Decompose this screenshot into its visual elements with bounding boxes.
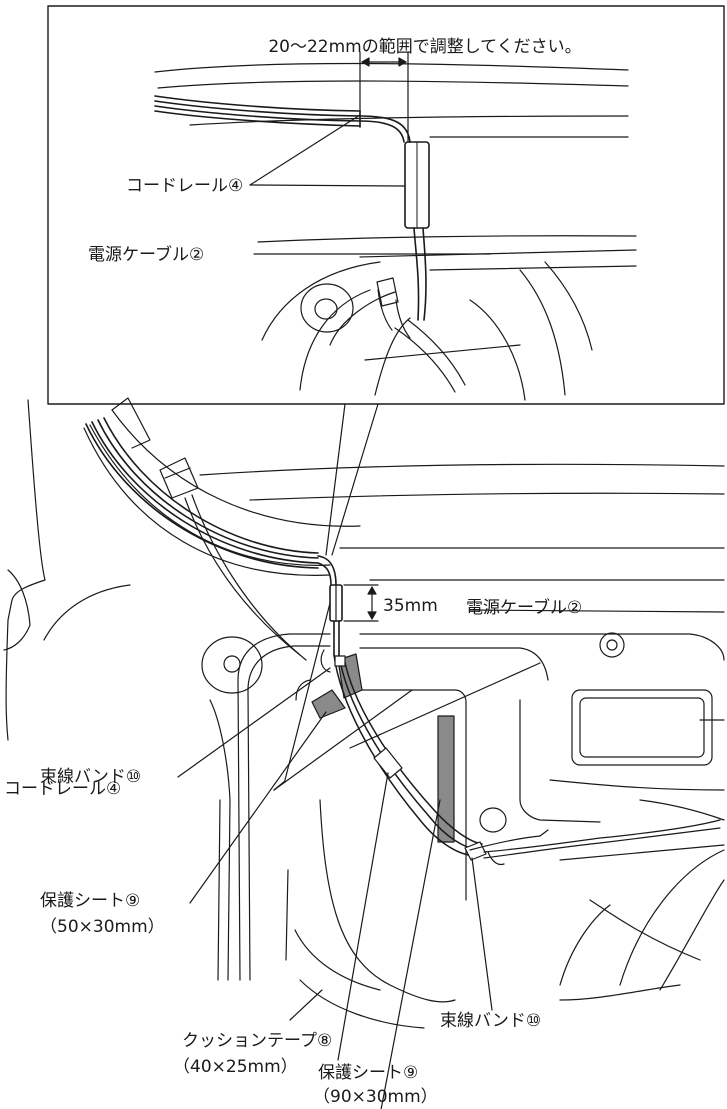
dimension-35mm-label: 35mm [383, 596, 438, 616]
protective-sheet-large [437, 715, 455, 843]
bolt-head [599, 632, 625, 658]
ceiling-line [469, 609, 725, 613]
leader-lines [177, 114, 541, 1109]
zoom-leader-left [325, 403, 346, 556]
main-cord-rail-channel [85, 417, 319, 569]
inset-cable-bend [359, 120, 405, 143]
door-frame [237, 633, 331, 981]
inset-view [47, 5, 725, 556]
pillar-plate [571, 689, 713, 766]
inset-cord-rail-label: コードレール④ [126, 176, 244, 196]
protective-sheet-small-size: （50×30mm） [40, 917, 165, 937]
band-clip-upper [334, 655, 346, 667]
band-label-right: 束線バンド⑩ [440, 1011, 542, 1031]
inset-body-line [359, 249, 637, 258]
ceiling-curve [83, 427, 331, 576]
inset-body-curve [261, 261, 381, 341]
mount-outer [201, 636, 263, 694]
main-cord-rail-label: コードレール④ [4, 779, 122, 799]
band-label-left: 束線バンド⑩ [40, 767, 142, 787]
protective-sheet-small [311, 689, 346, 719]
inset-cord-rail-channel [154, 95, 361, 128]
inset-body-line [257, 235, 637, 243]
inset-body-line [429, 265, 637, 271]
ceiling-curve [111, 409, 361, 527]
ceiling-line [249, 492, 725, 501]
protective-sheet-large-label: 保護シート⑨ [318, 1063, 419, 1083]
protective-sheet-large-size: （90×30mm） [313, 1087, 438, 1107]
inset-ceiling-line [157, 80, 629, 89]
inset-adjust-range-label: 20〜22mmの範囲で調整してください。 [268, 37, 582, 57]
inset-cable-bend [359, 115, 411, 143]
cushion-tape [373, 747, 403, 779]
zoom-leader-right [331, 403, 379, 556]
inset-mount-outer [300, 283, 354, 333]
round-hole [479, 807, 507, 833]
mount-inner [223, 655, 241, 673]
main-view [3, 397, 725, 1029]
cushion-tape-size: （40×25mm） [173, 1057, 298, 1077]
inset-frame [47, 5, 725, 405]
ceiling-curve [89, 424, 331, 566]
inset-clip [376, 277, 399, 307]
main-power-cable-label: 電源ケーブル② [466, 598, 583, 618]
inset-power-cable-label: 電源ケーブル② [88, 245, 205, 265]
left-body-edge [5, 399, 46, 741]
cushion-tape-label: クッションテープ⑧ [182, 1031, 333, 1051]
inset-power-cable [413, 227, 420, 321]
inset-ceiling-line [154, 62, 629, 73]
ceiling-line [199, 463, 725, 476]
power-cable-bundle [333, 654, 483, 857]
connector [159, 457, 199, 499]
inset-mount-inner [314, 298, 338, 320]
band-clip-lower [464, 841, 487, 861]
protective-sheet-small-label: 保護シート⑨ [40, 891, 141, 911]
